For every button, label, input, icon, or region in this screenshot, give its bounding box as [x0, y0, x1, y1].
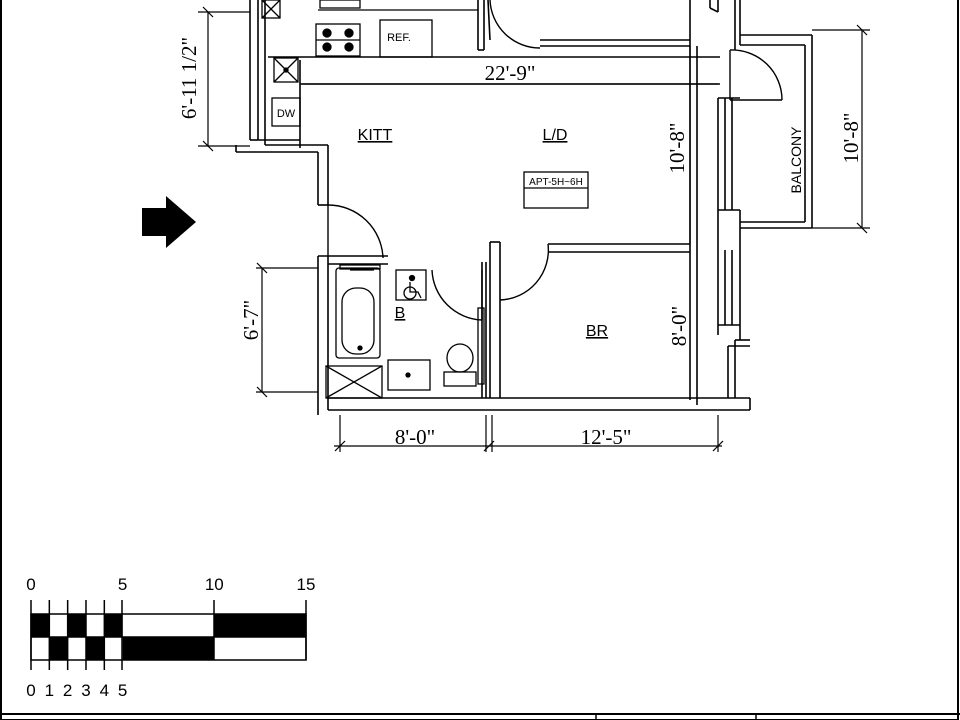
cabinet: [261, 0, 281, 19]
scale-bar-bottom-row: [49, 637, 215, 660]
room-label-bedroom: BR: [586, 323, 608, 340]
top-door-swing: [489, 0, 541, 49]
refrigerator: [379, 19, 433, 58]
bath-door-swing: [431, 269, 483, 321]
dim-balcony-depth: 10'-8": [839, 113, 863, 164]
scale-bar-top-labels: 0 5 10 15: [26, 575, 315, 594]
scale-label-top: 0: [26, 575, 35, 594]
scale-segment: [122, 637, 215, 660]
kitchen-sink: [273, 57, 299, 83]
scale-segment: [85, 637, 105, 660]
entry-arrow-icon: [142, 196, 196, 248]
lavatory: [387, 359, 431, 391]
dishwasher-label: DW: [277, 108, 296, 120]
room-label-bath: B: [395, 305, 406, 322]
scale-label-bottom: 0: [26, 681, 35, 700]
room-label-living-dining: L/D: [543, 127, 568, 144]
refrigerator-label: REF.: [387, 32, 411, 44]
dim-bath-width: 8'-0": [395, 425, 435, 449]
scale-label-bottom: 5: [118, 681, 127, 700]
scale-label-top: 5: [118, 575, 127, 594]
unit-tag-box: [523, 171, 589, 209]
scale-label-top: 10: [205, 575, 224, 594]
scale-segment: [67, 614, 86, 637]
dim-overall-width: 22'-9": [485, 61, 536, 85]
scale-label-bottom: 1: [45, 681, 54, 700]
scale-label-bottom: 3: [81, 681, 90, 700]
dim-br-width: 12'-5": [581, 425, 632, 449]
dim-ld-depth: 10'-8": [665, 123, 689, 174]
entry-door-swing: [327, 204, 384, 259]
dim-bath-depth: 6'-7": [239, 300, 263, 340]
br-door-swing: [499, 243, 550, 301]
room-label-kitchen: KITT: [358, 127, 393, 144]
balcony-door-swing: [729, 49, 783, 101]
scale-label-bottom: 2: [63, 681, 72, 700]
access-panel: [325, 365, 383, 399]
toilet: [446, 343, 474, 373]
accessible-symbol: [395, 269, 427, 301]
dim-br-depth: 8'-0": [667, 306, 691, 346]
unit-tag: APT-5H~6H: [529, 177, 583, 188]
door-swings: [327, 0, 783, 321]
scale-segment: [49, 637, 68, 660]
scale-segment: [104, 614, 123, 637]
scale-label-top: 15: [296, 575, 315, 594]
scale-label-bottom: 4: [100, 681, 109, 700]
dishwasher: [271, 97, 301, 127]
scale-bar-top-row: [31, 600, 306, 670]
scale-segment: [214, 614, 306, 637]
bathtub: [335, 267, 381, 359]
scale-segment: [31, 614, 50, 637]
dim-kitchen-depth: 6'-11 1/2": [177, 37, 201, 119]
dimension-lines: [198, 6, 870, 452]
room-label-balcony: BALCONY: [788, 126, 804, 194]
